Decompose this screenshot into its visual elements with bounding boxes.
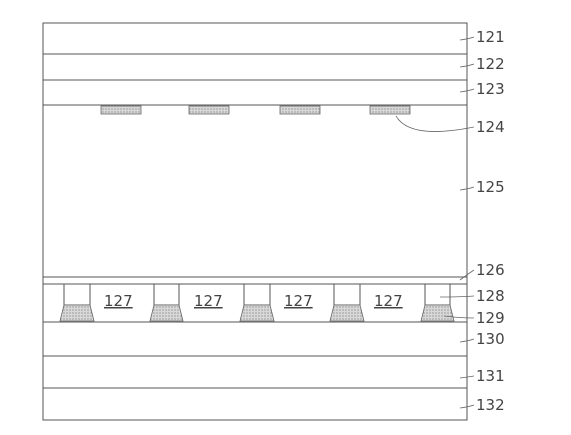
leader-lines xyxy=(395,36,475,409)
cell-label-127: 127 xyxy=(374,292,403,310)
label-129: 129 xyxy=(476,309,505,327)
cell-label-127: 127 xyxy=(194,292,223,310)
label-123: 123 xyxy=(476,80,505,98)
layer-123 xyxy=(42,79,468,106)
layer-122 xyxy=(42,53,468,81)
layer-130 xyxy=(42,321,468,357)
cell-label-127: 127 xyxy=(284,292,313,310)
electrode-124 xyxy=(279,105,321,115)
layer-132 xyxy=(42,387,468,421)
hatch-129 xyxy=(329,304,365,322)
label-124: 124 xyxy=(476,118,505,136)
label-126: 126 xyxy=(476,261,505,279)
label-130: 130 xyxy=(476,330,505,348)
hatch-129 xyxy=(59,304,95,322)
cell-label-127: 127 xyxy=(104,292,133,310)
hatch-129 xyxy=(149,304,184,322)
label-125: 125 xyxy=(476,178,505,196)
label-132: 132 xyxy=(476,396,505,414)
electrode-124 xyxy=(369,105,411,115)
electrode-124 xyxy=(188,105,230,115)
layer-131 xyxy=(42,355,468,389)
label-121: 121 xyxy=(476,28,505,46)
hatch-129 xyxy=(239,304,275,322)
layer-126 xyxy=(42,276,468,285)
label-122: 122 xyxy=(476,55,505,73)
hatch-129 xyxy=(420,304,455,322)
layer-121 xyxy=(42,22,468,55)
electrode-124 xyxy=(100,105,142,115)
label-131: 131 xyxy=(476,367,505,385)
layer-125 xyxy=(42,104,468,278)
label-128: 128 xyxy=(476,287,505,305)
partition-walls xyxy=(59,284,455,322)
